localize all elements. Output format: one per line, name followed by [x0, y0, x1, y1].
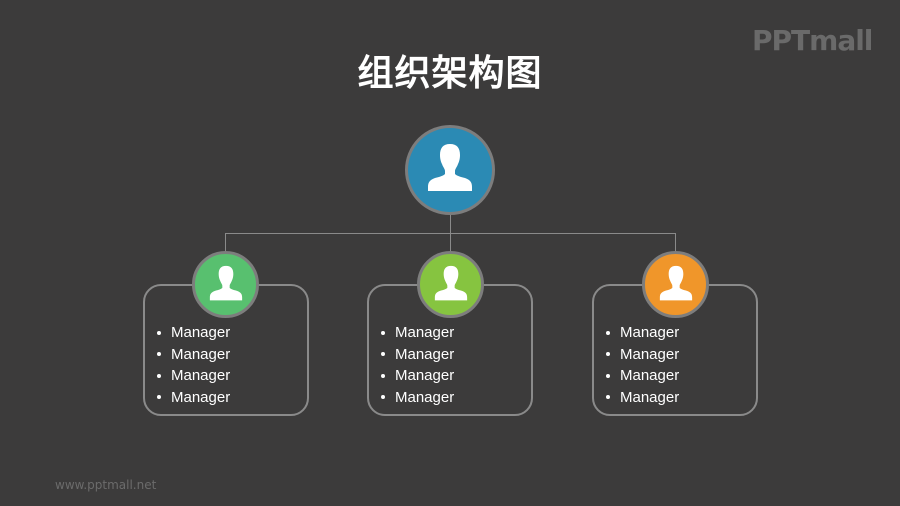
child-box-1: Manager Manager Manager Manager — [143, 284, 309, 416]
person-icon — [659, 265, 692, 300]
list-item: Manager — [157, 365, 230, 387]
connector-left — [225, 233, 226, 253]
list-item: Manager — [157, 387, 230, 409]
list-item: Manager — [606, 387, 679, 409]
top-node[interactable] — [405, 125, 495, 215]
list-item: Manager — [606, 322, 679, 344]
child-node-2[interactable] — [417, 251, 484, 318]
person-icon — [428, 144, 472, 191]
list-item: Manager — [606, 344, 679, 366]
manager-list: Manager Manager Manager Manager — [606, 322, 679, 408]
manager-list: Manager Manager Manager Manager — [381, 322, 454, 408]
list-item: Manager — [381, 322, 454, 344]
connector-vertical-top — [450, 212, 451, 253]
list-item: Manager — [381, 344, 454, 366]
list-item: Manager — [606, 365, 679, 387]
list-item: Manager — [381, 387, 454, 409]
footer-url: www.pptmall.net — [55, 478, 157, 492]
child-box-3: Manager Manager Manager Manager — [592, 284, 758, 416]
manager-list: Manager Manager Manager Manager — [157, 322, 230, 408]
child-node-1[interactable] — [192, 251, 259, 318]
person-icon — [209, 265, 242, 300]
brand-logo: PPTmall — [752, 24, 873, 57]
list-item: Manager — [157, 344, 230, 366]
child-node-3[interactable] — [642, 251, 709, 318]
connector-horizontal — [225, 233, 676, 234]
list-item: Manager — [381, 365, 454, 387]
list-item: Manager — [157, 322, 230, 344]
person-icon — [434, 265, 467, 300]
connector-right — [675, 233, 676, 253]
page-title: 组织架构图 — [357, 53, 543, 94]
